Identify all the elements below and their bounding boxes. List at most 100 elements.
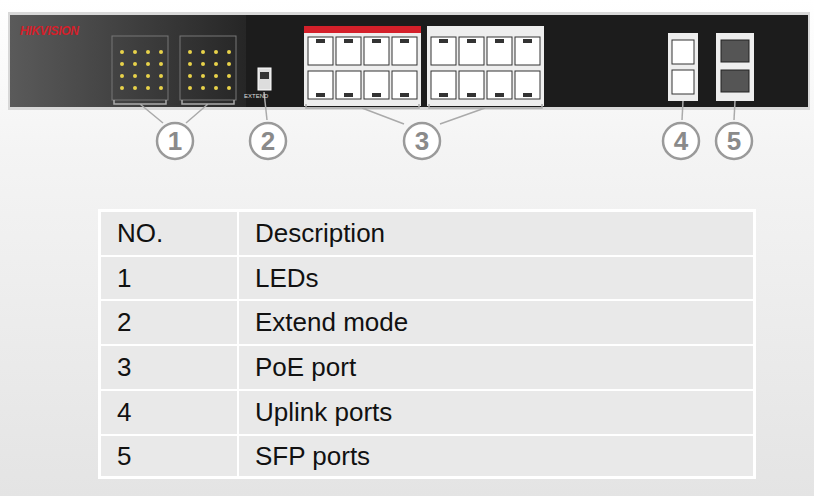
led-dot	[214, 50, 218, 54]
rj45-port	[392, 37, 417, 65]
callout-number: 1	[155, 121, 195, 161]
callout-number: 5	[714, 121, 754, 161]
led-grid	[120, 50, 231, 90]
rj45-ports	[308, 37, 540, 99]
table-cell	[101, 301, 237, 344]
led-dot	[159, 62, 163, 66]
table-frame	[98, 209, 756, 479]
table-cell	[239, 436, 753, 476]
table-cell-text: Uplink ports	[239, 391, 753, 434]
led-dot	[146, 74, 150, 78]
led-dot	[146, 86, 150, 90]
rj45-port	[515, 71, 540, 99]
port-tab	[400, 93, 409, 97]
led-dot	[159, 86, 163, 90]
led-dot	[188, 62, 192, 66]
rj45-port	[308, 37, 333, 65]
table-cell	[239, 257, 753, 299]
rj45-port	[487, 71, 512, 99]
led-group	[112, 36, 168, 100]
led-dot	[133, 62, 137, 66]
table-cell	[239, 301, 753, 344]
port-tab	[467, 39, 476, 43]
table-cell-text: Extend mode	[239, 301, 753, 344]
rj45-port	[459, 71, 484, 99]
table-cell	[239, 391, 753, 434]
front-panel	[10, 15, 808, 107]
rj45-port	[336, 37, 361, 65]
led-dot	[188, 50, 192, 54]
table-cell	[101, 346, 237, 389]
led-dot	[201, 62, 205, 66]
port-tab	[523, 93, 532, 97]
table-cell-text: NO.	[101, 212, 237, 255]
port-tab	[344, 39, 353, 43]
table-cell-text: LEDs	[239, 257, 753, 299]
table-cell	[101, 391, 237, 434]
callout-circle: 5	[714, 121, 754, 161]
led-dot	[227, 50, 231, 54]
rj45-port	[459, 37, 484, 65]
table-cell-text: 5	[101, 436, 237, 476]
table-cell-text: 4	[101, 391, 237, 434]
table-cell	[101, 257, 237, 299]
leader-lines	[114, 92, 735, 124]
port-tab	[439, 93, 448, 97]
uplink-port	[672, 70, 694, 94]
callout-circle: 2	[248, 121, 288, 161]
extend-label: EXTEND	[244, 93, 268, 99]
callout-number: 3	[402, 121, 442, 161]
rj45-port	[431, 71, 456, 99]
rj45-port	[364, 37, 389, 65]
callout-circle: 1	[155, 121, 195, 161]
port-tab	[316, 93, 325, 97]
callout-number: 4	[661, 121, 701, 161]
uplink-block	[668, 33, 698, 101]
table-cell	[101, 212, 237, 255]
uplink-port	[672, 40, 694, 64]
rj45-port	[336, 71, 361, 99]
led-dot	[214, 86, 218, 90]
led-dot	[159, 50, 163, 54]
port-tab	[344, 93, 353, 97]
poe-red-band	[304, 26, 421, 33]
led-dot	[188, 86, 192, 90]
extend-switch-knob	[260, 72, 269, 79]
led-dot	[188, 74, 192, 78]
sfp-block	[716, 33, 754, 101]
port-tab	[372, 93, 381, 97]
port-tab	[467, 93, 476, 97]
callout-circle: 4	[661, 121, 701, 161]
sfp-port	[721, 40, 749, 62]
table-cell-text: 2	[101, 301, 237, 344]
panel-edge	[8, 12, 810, 110]
table-cell	[239, 212, 753, 255]
led-dot	[227, 74, 231, 78]
port-tab	[523, 39, 532, 43]
led-dot	[227, 86, 231, 90]
table-cell-text: 3	[101, 346, 237, 389]
led-dot	[120, 62, 124, 66]
led-dot	[214, 74, 218, 78]
led-dot	[146, 50, 150, 54]
port-tab	[495, 39, 504, 43]
table-cell-text: 1	[101, 257, 237, 299]
callout-circle: 3	[402, 121, 442, 161]
rj45-port	[364, 71, 389, 99]
poe-block	[304, 26, 421, 106]
table-cell-text: PoE port	[239, 346, 753, 389]
led-dot	[201, 86, 205, 90]
table-cell	[101, 436, 237, 476]
led-dot	[120, 74, 124, 78]
port-block	[427, 26, 544, 106]
led-dot	[133, 50, 137, 54]
panel-left	[10, 15, 246, 107]
port-tab	[372, 39, 381, 43]
led-dot	[133, 86, 137, 90]
table-cell-text: SFP ports	[239, 436, 753, 476]
led-dot	[133, 74, 137, 78]
rj45-port	[431, 37, 456, 65]
led-dot	[120, 86, 124, 90]
rj45-port	[392, 71, 417, 99]
led-dot	[201, 74, 205, 78]
